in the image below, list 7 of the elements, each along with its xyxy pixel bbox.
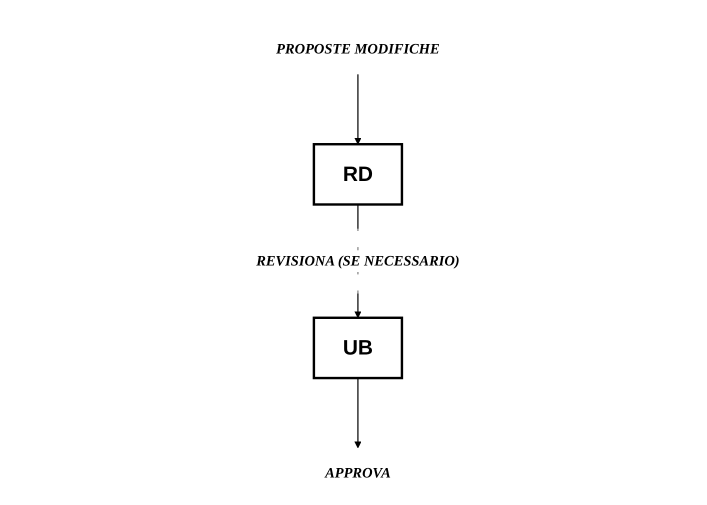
node-box: RD xyxy=(312,143,404,206)
arrow xyxy=(354,74,362,145)
node-box: UB xyxy=(312,316,404,380)
node-text: PROPOSTE MODIFICHE xyxy=(276,40,440,57)
arrow xyxy=(354,378,362,448)
node-text: APPROVA xyxy=(325,464,391,481)
edge-label: REVISIONA (SE NECESSARIO) xyxy=(256,252,460,269)
